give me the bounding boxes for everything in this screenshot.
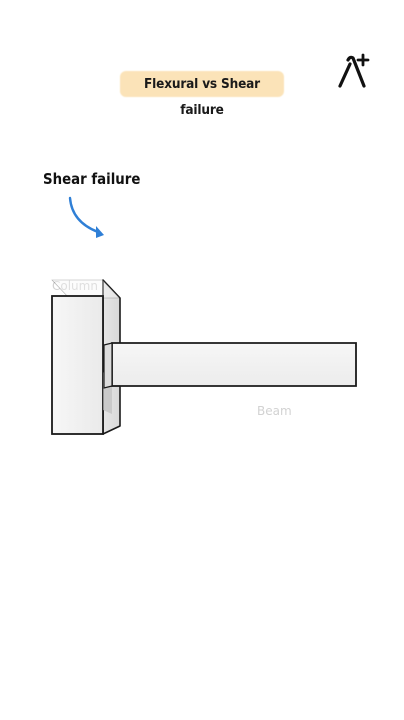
title-highlight	[120, 71, 284, 97]
column	[51, 279, 121, 435]
page-title: Flexural vs Shear failure	[144, 76, 260, 118]
beam	[103, 342, 357, 389]
shear-failure-annotation: Shear failure	[43, 170, 141, 188]
lambda-plus-icon	[338, 53, 370, 88]
column-label: Column	[52, 279, 98, 293]
beam-label: Beam	[257, 404, 292, 418]
curved-arrow-icon	[68, 196, 104, 238]
